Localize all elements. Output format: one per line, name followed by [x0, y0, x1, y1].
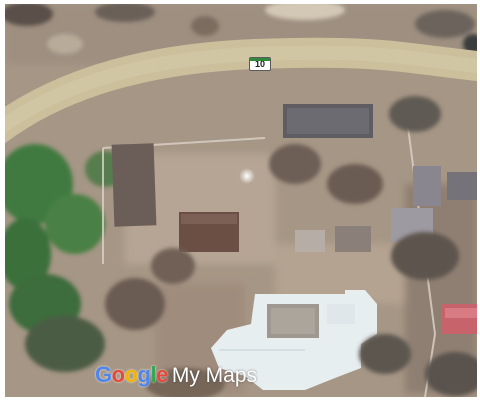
brand-letter: e [156, 362, 168, 387]
brand-letter: o [124, 362, 138, 387]
google-my-maps-logo: Google My Maps [95, 362, 257, 390]
bright-spot [239, 168, 255, 184]
buildings [111, 104, 477, 334]
product-name: My Maps [171, 364, 258, 387]
top-shrubs [5, 4, 477, 54]
map-pin-icon[interactable] [381, 28, 407, 62]
route-shield: 10 [249, 57, 271, 71]
brand-letter: g [137, 362, 151, 387]
satellite-imagery [5, 4, 477, 397]
trees [105, 96, 477, 397]
brand-letter: l [150, 362, 157, 387]
white-roof-building [211, 290, 377, 390]
satellite-map[interactable]: 10 Google My Maps [5, 4, 477, 397]
brand-letter: G [95, 362, 112, 387]
google-wordmark: Google [95, 362, 168, 388]
brand-letter: o [111, 362, 125, 387]
